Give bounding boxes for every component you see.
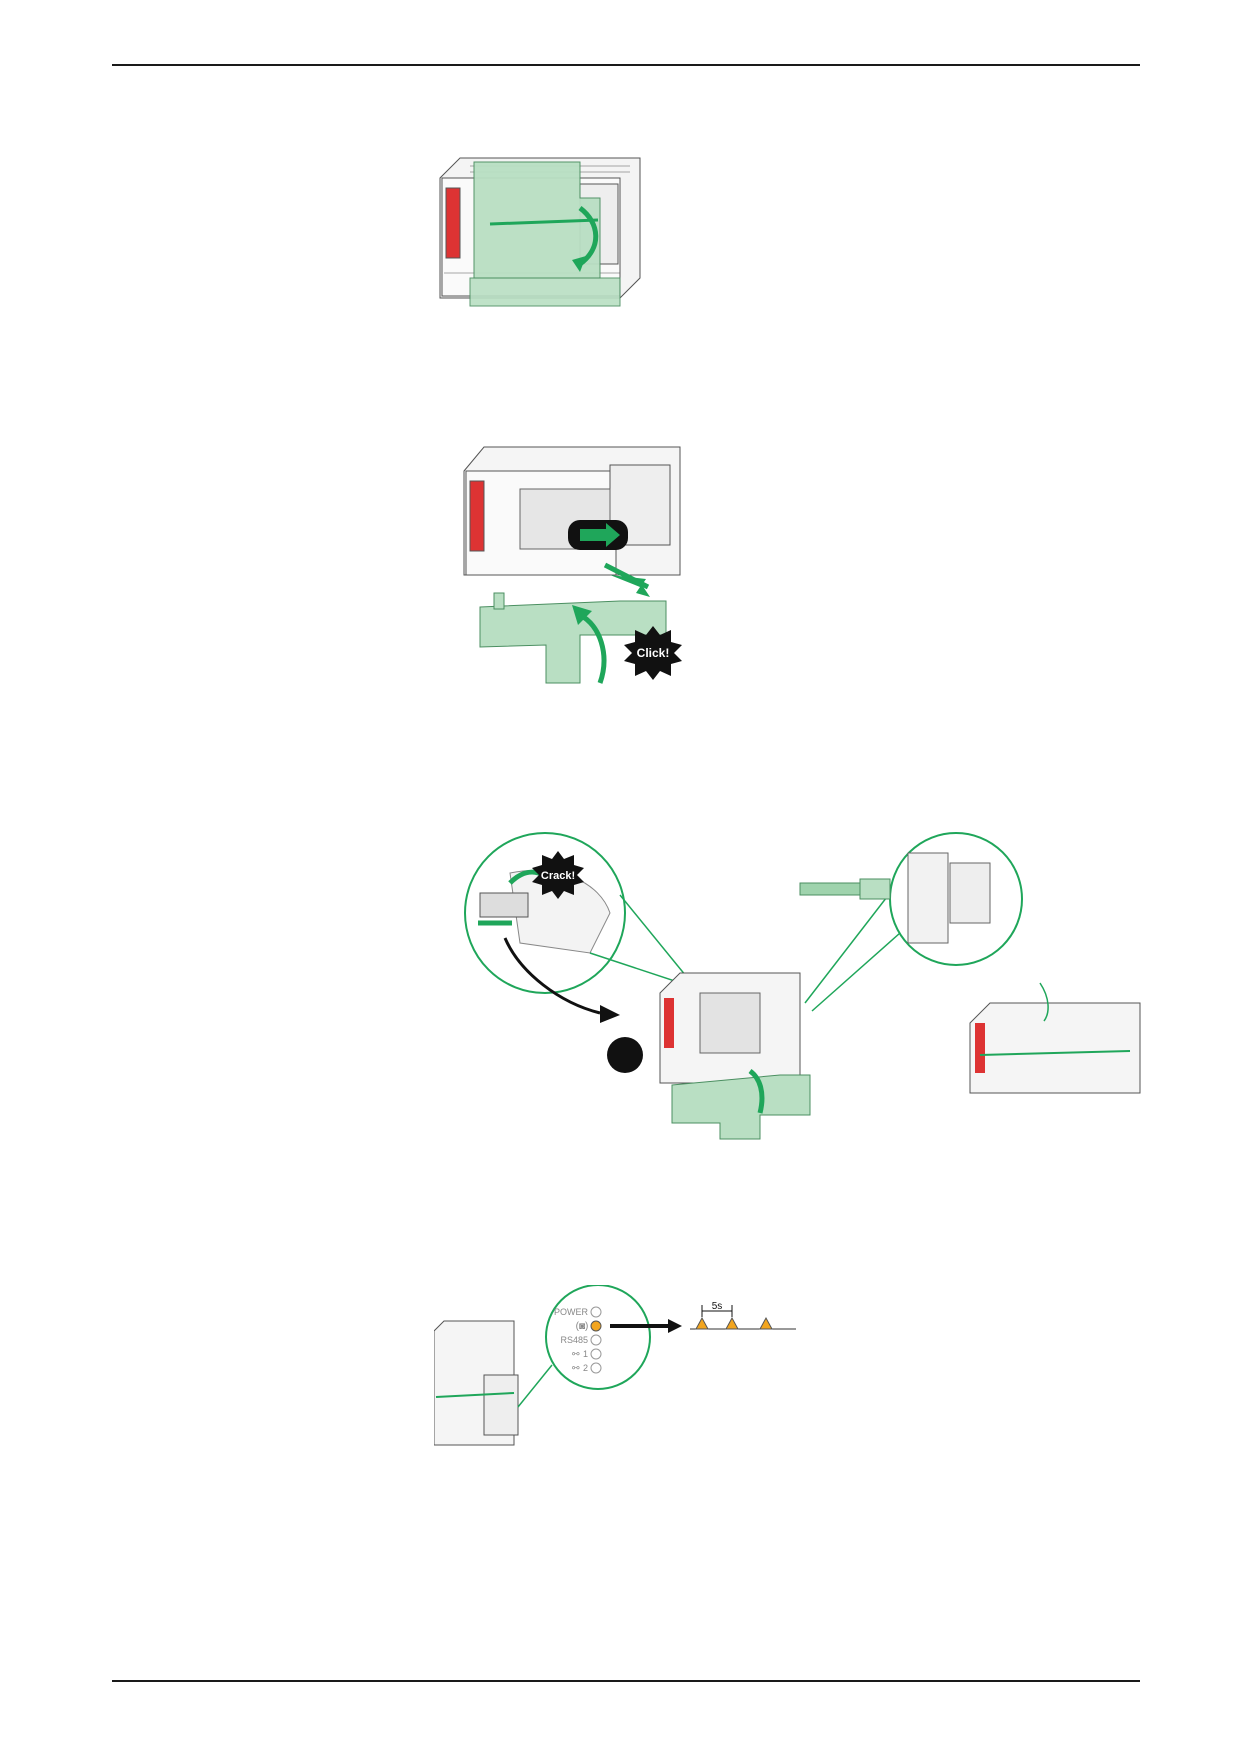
rotate-arrow-icon (578, 206, 599, 267)
figure-connect-usb: Crack! (464, 832, 1141, 1140)
click-burst (624, 626, 682, 680)
led-label-rs485: RS485 (560, 1335, 588, 1345)
remove-arrow-icon (503, 937, 601, 1015)
figure-close-cover (439, 157, 641, 307)
green-cover (671, 1074, 811, 1140)
pulse-1 (695, 1316, 709, 1330)
interval-label: 5s (712, 1301, 723, 1312)
footer-rule (112, 1680, 1140, 1682)
crack-label: Crack! (541, 870, 575, 882)
network-2-icon: ⚯ (572, 1363, 580, 1373)
led-power (590, 1306, 602, 1318)
led-label-power: POWER (554, 1307, 589, 1317)
figure-attach-cover: Click! (463, 446, 682, 684)
led-label-eth1: 1 (583, 1349, 588, 1359)
usb-status-icon: (◙) (576, 1321, 589, 1332)
led-eth1 (590, 1348, 602, 1360)
pulse-3 (759, 1316, 773, 1330)
recycle-icon (607, 1037, 643, 1073)
header-rule (112, 64, 1140, 66)
pulse-2 (725, 1316, 739, 1330)
led-label-eth2: 2 (583, 1363, 588, 1373)
green-cover (479, 600, 667, 684)
led-usb-active (590, 1320, 602, 1332)
network-1-icon: ⚯ (572, 1349, 580, 1359)
click-label: Click! (637, 646, 670, 660)
led-eth2 (590, 1362, 602, 1374)
rotate-arrow-icon (578, 612, 607, 684)
crack-burst (532, 851, 584, 899)
led-rs485 (590, 1334, 602, 1346)
figure-led-status: POWER (◙) RS485 ⚯ 1 ⚯ 2 5s (434, 1285, 796, 1446)
